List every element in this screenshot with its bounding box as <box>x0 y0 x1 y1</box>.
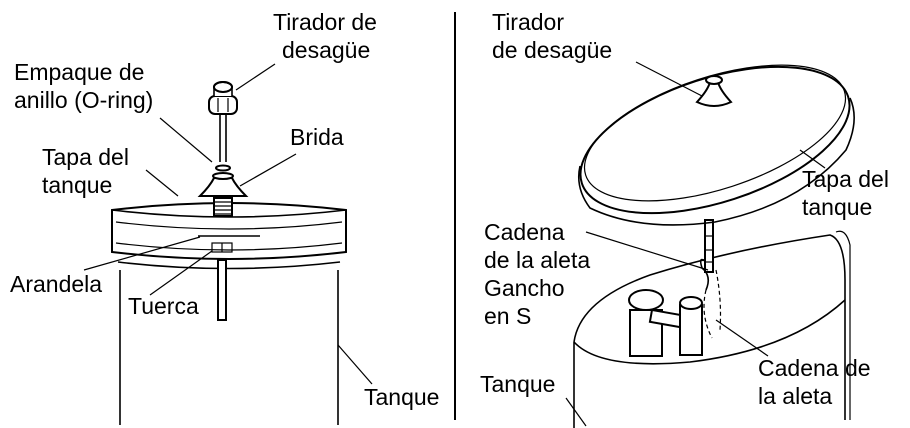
right-drain-handle <box>695 75 733 107</box>
leader-right-drain-handle <box>635 61 703 97</box>
label-left-washer: Arandela <box>10 271 102 297</box>
label-left-flange: Brida <box>290 124 344 150</box>
label-right-chain2-1: Cadena de <box>758 355 871 381</box>
label-left-lid-2: tanque <box>42 172 112 198</box>
left-o-ring <box>215 164 231 172</box>
label-right-chain-2: de la aleta <box>484 247 590 273</box>
leader-left-nut <box>149 250 213 296</box>
label-right-s-hook-2: en S <box>484 303 531 329</box>
leader-right-chain <box>585 231 709 271</box>
left-panel: Tirador de desagüe Empaque de anillo (O-… <box>10 9 439 428</box>
label-right-lid-2: tanque <box>802 194 872 220</box>
left-tank-body <box>117 261 341 428</box>
leader-right-chain2 <box>715 319 769 357</box>
left-drain-handle <box>208 81 238 162</box>
label-right-lid-1: Tapa del <box>802 166 889 192</box>
leader-left-tank <box>337 344 373 385</box>
left-bolt-rod <box>217 259 227 321</box>
leader-left-flange <box>239 153 297 187</box>
label-left-tank: Tanque <box>364 384 439 410</box>
right-handle-rod <box>704 219 714 273</box>
leader-left-oring <box>159 117 213 163</box>
label-left-drain-handle-2: desagüe <box>282 37 370 63</box>
label-left-oring-1: Empaque de <box>14 59 144 85</box>
leader-left-lid <box>145 169 179 197</box>
label-right-s-hook-1: Gancho <box>484 275 565 301</box>
label-left-lid-1: Tapa del <box>42 144 129 170</box>
leader-right-tank <box>565 397 587 427</box>
leader-right-lid <box>799 149 826 169</box>
label-left-nut: Tuerca <box>128 293 199 319</box>
right-tank-internals <box>628 289 703 357</box>
right-tank-lid <box>577 64 855 226</box>
label-right-chain-1: Cadena <box>484 219 565 245</box>
leader-left-drain-handle <box>235 63 276 91</box>
label-right-drain-handle-2: de desagüe <box>492 37 612 63</box>
leader-left-washer <box>83 236 201 271</box>
right-panel: Tirador de desagüe Tapa del tanque Caden… <box>480 9 889 428</box>
left-flange <box>197 172 249 217</box>
right-tank-body <box>573 230 851 428</box>
label-left-oring-2: anillo (O-ring) <box>14 87 153 113</box>
label-right-drain-handle-1: Tirador <box>492 9 564 35</box>
label-right-chain2-2: la aleta <box>758 383 832 409</box>
label-right-tank: Tanque <box>480 371 555 397</box>
label-left-drain-handle-1: Tirador de <box>273 9 377 35</box>
